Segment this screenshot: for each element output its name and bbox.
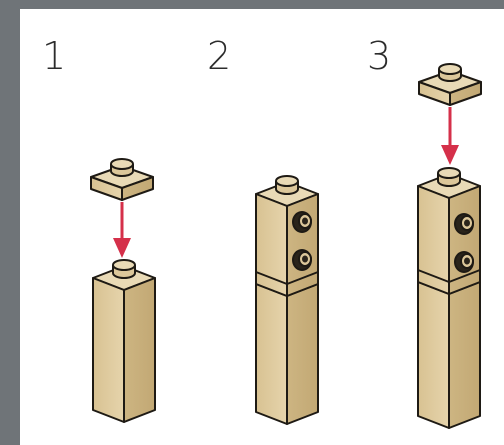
step3-arrow	[441, 107, 459, 165]
step-2-number: 2	[207, 34, 232, 78]
step2-brick-stack	[255, 175, 319, 425]
step3-plate	[418, 63, 482, 106]
step1-plate	[90, 158, 154, 201]
step1-arrow	[113, 202, 131, 258]
step-3-number: 3	[367, 34, 392, 78]
step3-brick-stack	[417, 167, 481, 429]
step-1-number: 1	[42, 34, 67, 78]
step1-tall-brick	[92, 259, 156, 423]
